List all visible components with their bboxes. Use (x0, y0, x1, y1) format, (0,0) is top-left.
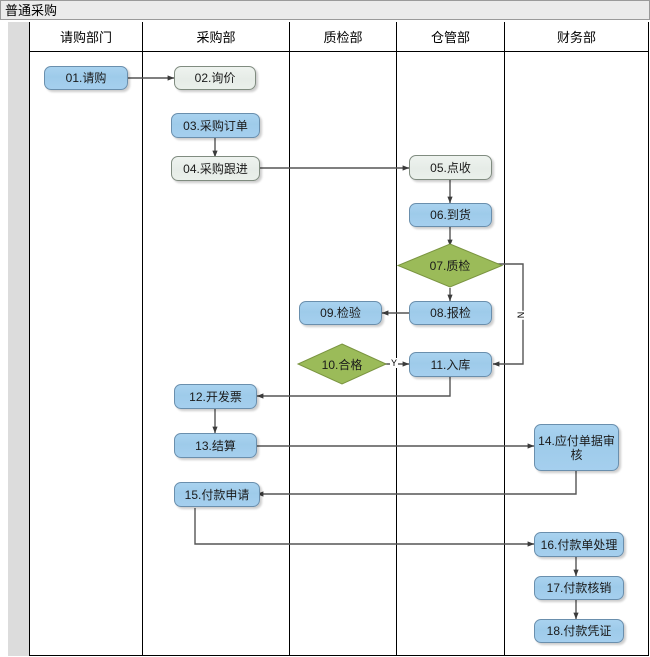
lane-body-quality (290, 52, 397, 656)
lane-header-requisition[interactable]: 请购部门 (30, 22, 143, 52)
node-17-payment-writeoff[interactable]: 17.付款核销 (534, 576, 624, 600)
node-16-payment-processing[interactable]: 16.付款单处理 (534, 532, 624, 557)
node-09-inspection[interactable]: 09.检验 (299, 301, 382, 325)
lane-header-finance[interactable]: 财务部 (505, 22, 648, 52)
node-13-settlement[interactable]: 13.结算 (174, 433, 257, 458)
edge-label-no: N (515, 310, 526, 320)
node-12-issue-invoice[interactable]: 12.开发票 (174, 384, 257, 409)
node-15-payment-request[interactable]: 15.付款申请 (174, 482, 260, 507)
lane-body-requisition (30, 52, 143, 656)
lane-header-warehouse[interactable]: 仓管部 (397, 22, 505, 52)
node-18-payment-voucher[interactable]: 18.付款凭证 (534, 619, 624, 643)
lane-header-quality[interactable]: 质检部 (290, 22, 397, 52)
lane-body-finance (505, 52, 648, 656)
node-01-requisition[interactable]: 01.请购 (44, 66, 128, 90)
node-04-purchase-followup[interactable]: 04.采购跟进 (171, 156, 260, 181)
title-bar: 普通采购 (0, 0, 650, 20)
lane-header-purchasing[interactable]: 采购部 (143, 22, 290, 52)
edge-label-yes: Y (390, 358, 399, 368)
node-02-inquiry[interactable]: 02.询价 (174, 66, 256, 90)
node-14-payable-doc-review[interactable]: 14.应付单据审核 (534, 424, 619, 471)
node-11-stock-in[interactable]: 11.入库 (409, 352, 492, 377)
page-title: 普通采购 (5, 3, 58, 18)
lane-body-purchasing (143, 52, 290, 656)
lane-gutter (8, 22, 30, 656)
node-08-inspection-request[interactable]: 08.报检 (409, 301, 492, 325)
node-10-qualified-decision[interactable]: 10.合格 (296, 343, 388, 385)
node-05-receive-count[interactable]: 05.点收 (409, 155, 492, 180)
node-03-purchase-order[interactable]: 03.采购订单 (171, 113, 260, 138)
node-07-quality-check-decision[interactable]: 07.质检 (396, 243, 504, 288)
node-06-goods-arrival[interactable]: 06.到货 (409, 203, 492, 227)
